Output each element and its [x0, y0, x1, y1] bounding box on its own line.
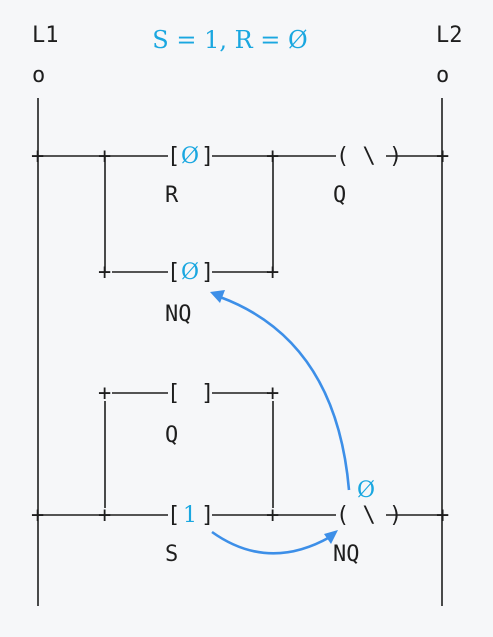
- junction: +: [436, 503, 449, 528]
- left-rail-terminal: o: [32, 63, 45, 88]
- arrowhead-nq-coil-to-nq-contact: [210, 290, 225, 303]
- coil-q-label: Q: [333, 183, 346, 208]
- junction: +: [436, 144, 449, 169]
- coil-nq-label: NQ: [333, 542, 360, 567]
- contact-nq-label: NQ: [165, 302, 192, 327]
- arrow-nq-coil-to-nq-contact: [219, 295, 351, 491]
- left-rail-label: L1: [32, 23, 59, 48]
- contact-nq-bracket-right: ]: [201, 260, 214, 285]
- junction: +: [98, 260, 111, 285]
- arrow-s-to-nq-coil: [211, 530, 331, 555]
- contact-r-label: R: [165, 183, 179, 208]
- junction: +: [31, 503, 44, 528]
- contact-q-bracket-left: [: [167, 381, 180, 406]
- right-rail-terminal: o: [436, 63, 449, 88]
- junction: +: [98, 381, 111, 406]
- right-rail-label: L2: [436, 23, 463, 48]
- contact-q-bracket-right: ]: [201, 381, 214, 406]
- junction: +: [31, 144, 44, 169]
- contact-s-bracket-right: ]: [201, 503, 214, 528]
- coil-nq-symbol: ( \ ): [336, 503, 402, 528]
- junction: +: [98, 503, 111, 528]
- contact-s-bracket-left: [: [167, 503, 180, 528]
- coil-nq-value: Ø: [357, 478, 375, 503]
- junction: +: [266, 260, 279, 285]
- arrowhead-s-to-nq-coil: [324, 530, 338, 544]
- contact-nq-bracket-left: [: [167, 260, 180, 285]
- contact-r-bracket-right: ]: [201, 144, 214, 169]
- contact-s-value: 1: [183, 503, 197, 528]
- state-note: S = 1, R = Ø: [152, 26, 307, 54]
- contact-s-label: S: [165, 542, 178, 567]
- contact-r-bracket-left: [: [167, 144, 180, 169]
- junction: +: [266, 503, 279, 528]
- coil-q-symbol: ( \ ): [336, 144, 402, 169]
- junction: +: [266, 381, 279, 406]
- contact-nq-value: Ø: [181, 260, 199, 285]
- contact-q-value: [187, 381, 194, 406]
- contact-r-value: Ø: [181, 144, 199, 169]
- contact-q-label: Q: [165, 423, 178, 448]
